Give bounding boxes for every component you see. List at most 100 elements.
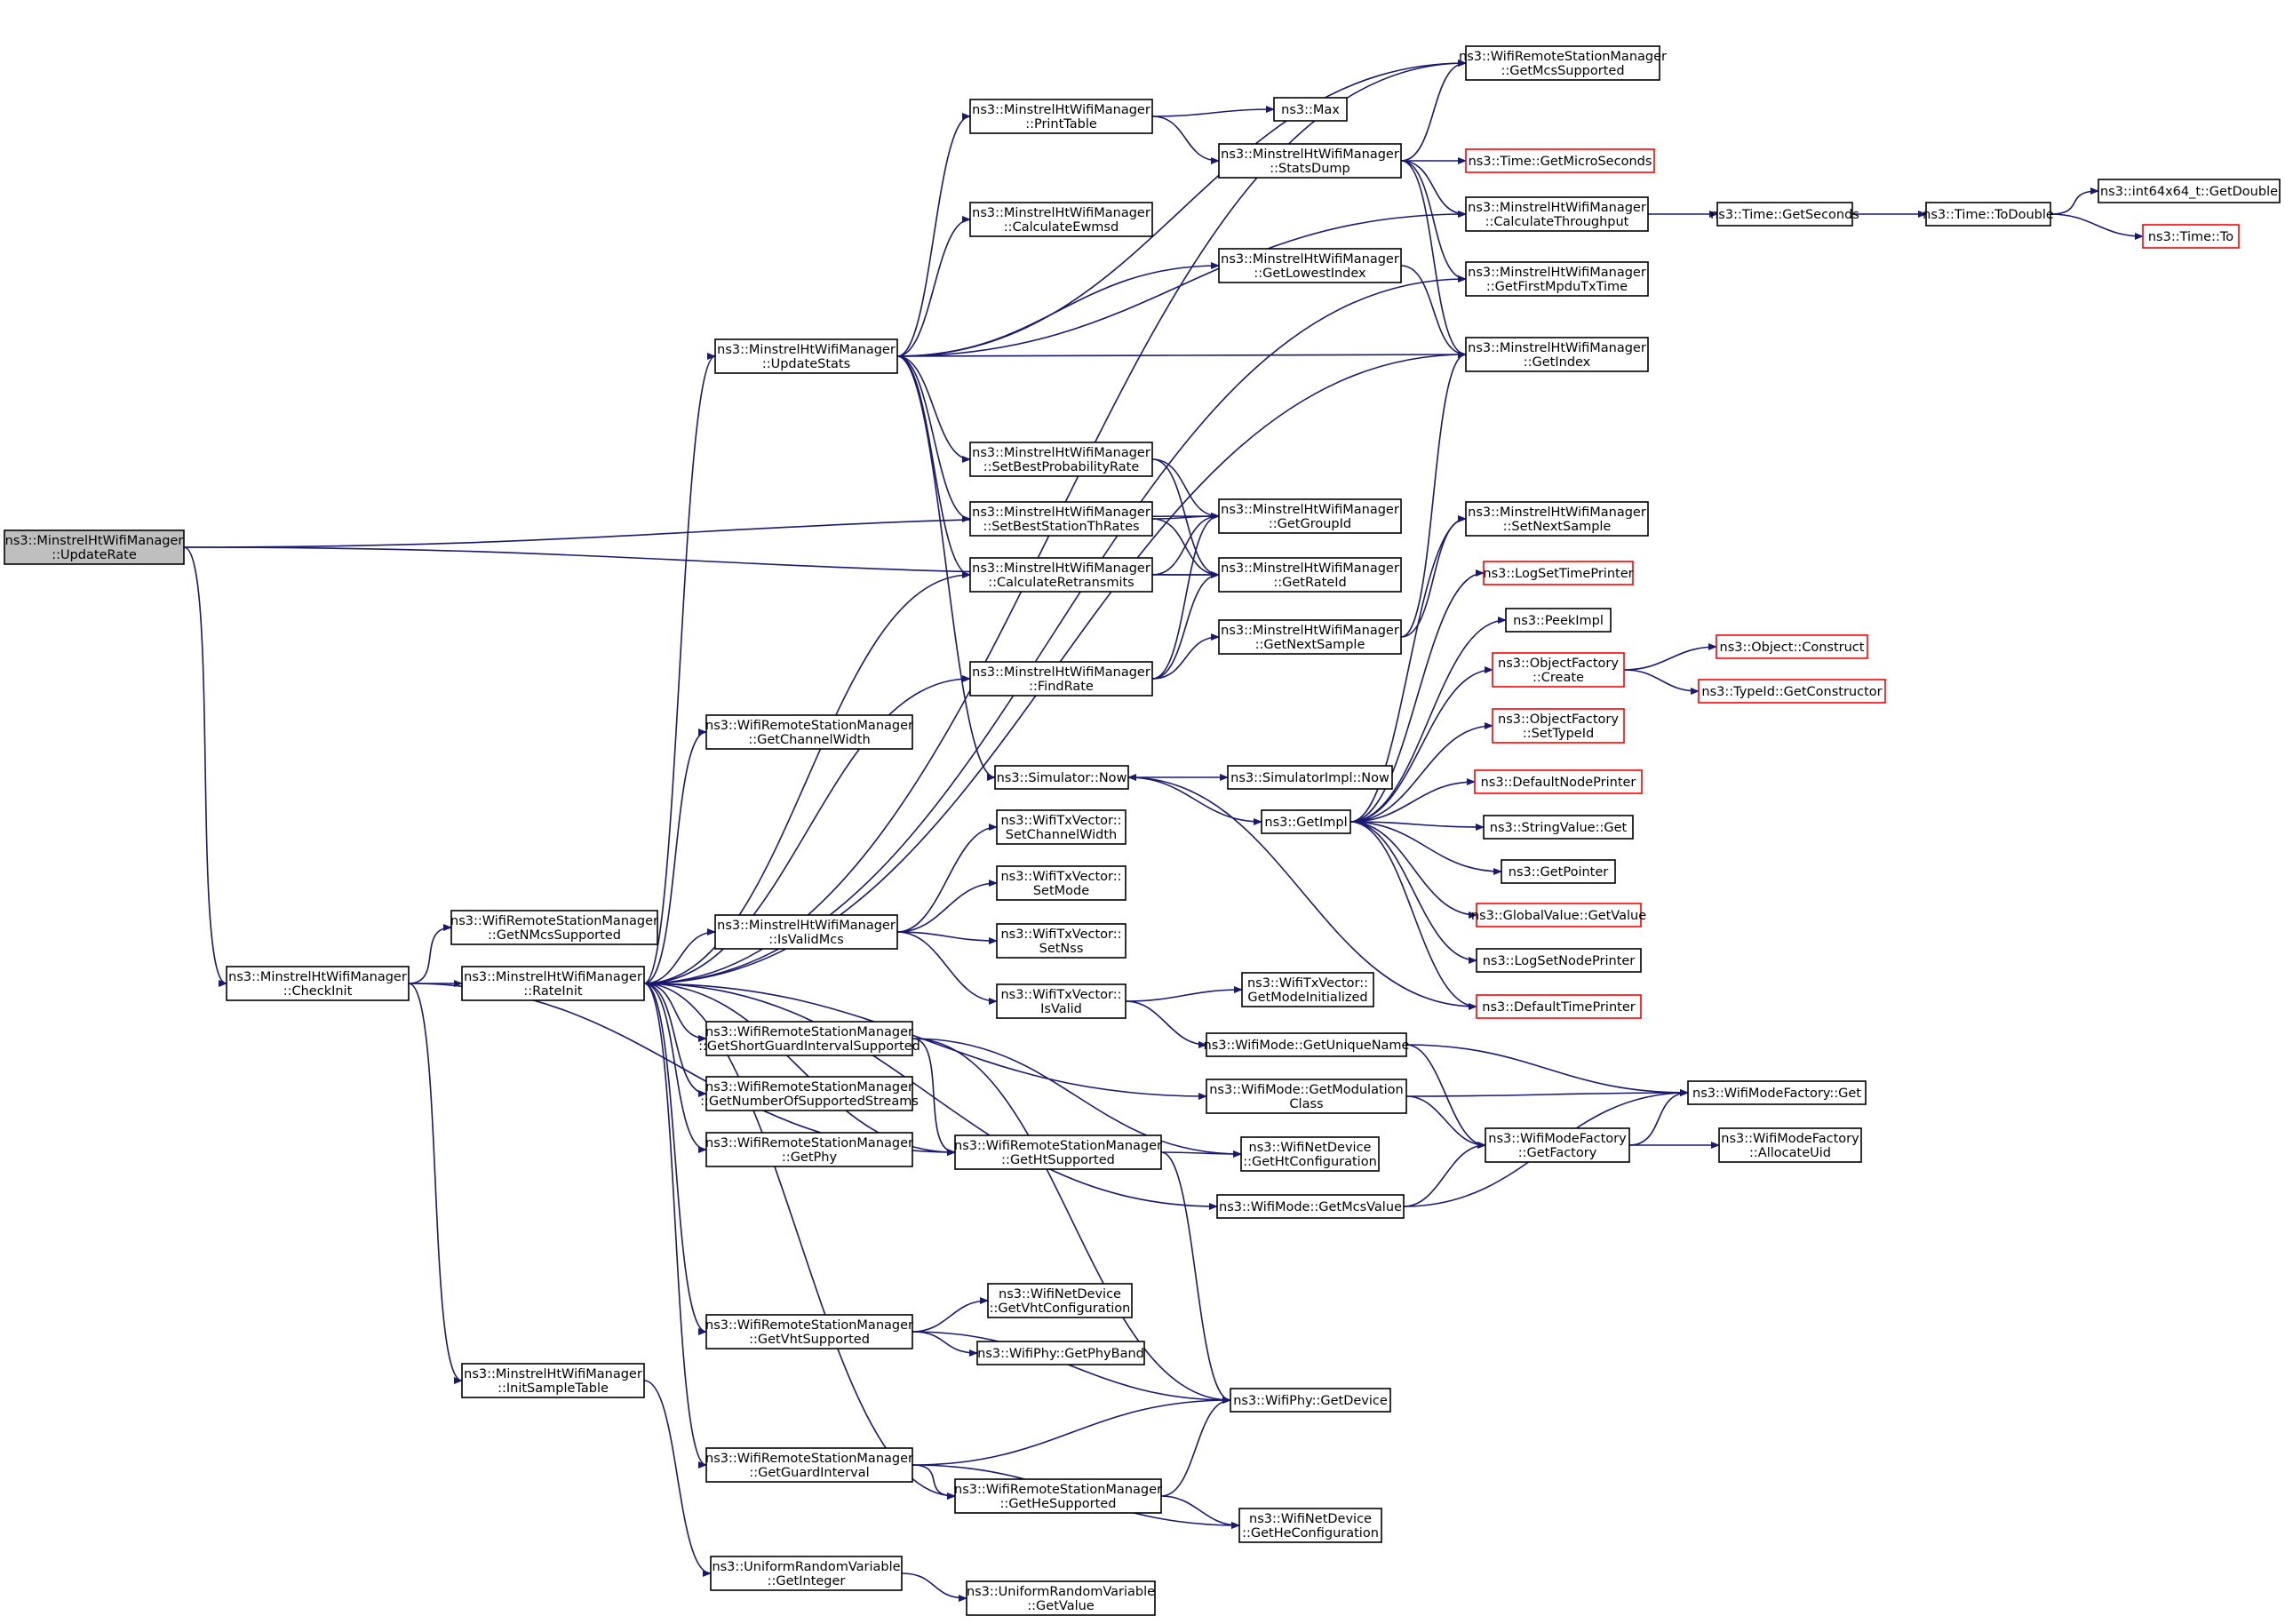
node-wmfactory[interactable]: ns3::WifiModeFactory::GetFactory: [1485, 1127, 1630, 1163]
node-txsetnss[interactable]: ns3::WifiTxVector::SetNss: [996, 923, 1127, 959]
node-getvht[interactable]: ns3::WifiRemoteStationManager::GetVhtSup…: [705, 1314, 913, 1349]
node-simimplnow[interactable]: ns3::SimulatorImpl::Now: [1227, 765, 1393, 790]
node-box-getmodclass[interactable]: [1206, 1079, 1407, 1114]
node-box-setbestprob[interactable]: [969, 442, 1153, 477]
node-updatestats[interactable]: ns3::MinstrelHtWifiManager::UpdateStats: [714, 338, 898, 374]
node-todouble[interactable]: ns3::Time::ToDouble: [1923, 202, 2054, 227]
node-int64getdouble[interactable]: ns3::int64x64_t::GetDouble: [2098, 179, 2281, 203]
node-getgi[interactable]: ns3::WifiRemoteStationManager::GetGuardI…: [705, 1447, 913, 1483]
node-getnss[interactable]: ns3::WifiRemoteStationManager::GetNumber…: [700, 1076, 919, 1111]
node-calcewmsd[interactable]: ns3::MinstrelHtWifiManager::CalculateEwm…: [969, 202, 1153, 237]
node-box-wmfactory[interactable]: [1485, 1127, 1630, 1163]
node-box-txisvalid[interactable]: [996, 983, 1127, 1019]
node-rateinit[interactable]: ns3::MinstrelHtWifiManager::RateInit: [461, 966, 645, 1001]
node-box-getinteger[interactable]: [710, 1556, 903, 1591]
node-box-getnextsample[interactable]: [1218, 619, 1402, 655]
node-getpointer[interactable]: ns3::GetPointer: [1501, 859, 1616, 884]
node-getimpl[interactable]: ns3::GetImpl: [1261, 809, 1351, 834]
node-getmcssupp[interactable]: ns3::WifiRemoteStationManager::GetMcsSup…: [1459, 45, 1667, 81]
node-box-rateinit[interactable]: [461, 966, 645, 1001]
node-wmfget[interactable]: ns3::WifiModeFactory::Get: [1687, 1080, 1867, 1105]
node-globalvalueget[interactable]: ns3::GlobalValue::GetValue: [1471, 903, 1646, 927]
node-max[interactable]: ns3::Max: [1273, 97, 1348, 122]
node-box-int64getdouble[interactable]: [2098, 179, 2281, 203]
node-objfsettypeid[interactable]: ns3::ObjectFactory::SetTypeId: [1492, 708, 1625, 744]
node-stringvalueget[interactable]: ns3::StringValue::Get: [1483, 815, 1634, 840]
node-simnow[interactable]: ns3::Simulator::Now: [994, 765, 1129, 790]
node-allocuid[interactable]: ns3::WifiModeFactory::AllocateUid: [1718, 1127, 1862, 1163]
node-box-calcewmsd[interactable]: [969, 202, 1153, 237]
node-box-getmicro[interactable]: [1465, 148, 1655, 173]
node-box-setnextsample[interactable]: [1465, 501, 1649, 537]
node-getrateid[interactable]: ns3::MinstrelHtWifiManager::GetRateId: [1218, 557, 1402, 593]
node-getphy[interactable]: ns3::WifiRemoteStationManager::GetPhy: [705, 1132, 913, 1167]
node-getchannelwidth[interactable]: ns3::WifiRemoteStationManager::GetChanne…: [705, 714, 913, 750]
node-box-getindex[interactable]: [1465, 337, 1649, 372]
node-box-allocuid[interactable]: [1718, 1127, 1862, 1163]
node-box-max[interactable]: [1273, 97, 1348, 122]
node-box-isvalidmcs[interactable]: [714, 914, 898, 950]
node-box-getrateid[interactable]: [1218, 557, 1402, 593]
node-box-updatestats[interactable]: [714, 338, 898, 374]
node-box-getht[interactable]: [954, 1134, 1162, 1170]
node-box-getseconds[interactable]: [1716, 202, 1853, 227]
node-box-getphyband[interactable]: [976, 1341, 1145, 1365]
node-box-getimpl[interactable]: [1261, 809, 1351, 834]
node-box-stringvalueget[interactable]: [1483, 815, 1634, 840]
node-box-getuniquename[interactable]: [1206, 1032, 1407, 1057]
node-findrate[interactable]: ns3::MinstrelHtWifiManager::FindRate: [969, 661, 1153, 697]
node-objconstruct[interactable]: ns3::Object::Construct: [1716, 634, 1868, 659]
node-setbestth[interactable]: ns3::MinstrelHtWifiManager::SetBestStati…: [969, 501, 1153, 537]
node-box-globalvalueget[interactable]: [1476, 903, 1642, 927]
node-defnodeprinter[interactable]: ns3::DefaultNodePrinter: [1474, 769, 1643, 794]
node-box-getmcssupp[interactable]: [1465, 45, 1660, 81]
node-box-getpointer[interactable]: [1501, 859, 1616, 884]
node-logsettime[interactable]: ns3::LogSetTimePrinter: [1483, 561, 1634, 585]
node-box-objfsettypeid[interactable]: [1492, 708, 1625, 744]
node-setnextsample[interactable]: ns3::MinstrelHtWifiManager::SetNextSampl…: [1465, 501, 1649, 537]
node-box-getheconf[interactable]: [1238, 1508, 1382, 1543]
node-box-getphy[interactable]: [705, 1132, 913, 1167]
node-setbestprob[interactable]: ns3::MinstrelHtWifiManager::SetBestProba…: [969, 442, 1153, 477]
node-typeidgetctor[interactable]: ns3::TypeId::GetConstructor: [1698, 679, 1886, 704]
node-box-getdevice[interactable]: [1230, 1388, 1391, 1413]
node-box-printtable[interactable]: [969, 99, 1153, 134]
node-box-updaterate[interactable]: [4, 529, 185, 565]
node-isvalidmcs[interactable]: ns3::MinstrelHtWifiManager::IsValidMcs: [714, 914, 898, 950]
node-statsdump[interactable]: ns3::MinstrelHtWifiManager::StatsDump: [1218, 143, 1402, 179]
node-getfirstmpdu[interactable]: ns3::MinstrelHtWifiManager::GetFirstMpdu…: [1465, 261, 1649, 297]
node-box-initsample[interactable]: [461, 1363, 645, 1398]
node-box-getlowest[interactable]: [1218, 248, 1402, 283]
node-getseconds[interactable]: ns3::Time::GetSeconds: [1710, 202, 1859, 227]
node-box-deftimeprinter[interactable]: [1476, 994, 1642, 1019]
node-box-getgi[interactable]: [705, 1447, 913, 1483]
node-box-wmfget[interactable]: [1687, 1080, 1867, 1105]
node-box-getgroupid[interactable]: [1218, 498, 1402, 534]
node-getheconf[interactable]: ns3::WifiNetDevice::GetHeConfiguration: [1238, 1508, 1382, 1543]
node-box-getmodeinit[interactable]: [1241, 972, 1374, 1007]
node-getmcsvalue[interactable]: ns3::WifiMode::GetMcsValue: [1216, 1194, 1405, 1219]
node-getmicro[interactable]: ns3::Time::GetMicroSeconds: [1465, 148, 1655, 173]
node-checkinit[interactable]: ns3::MinstrelHtWifiManager::CheckInit: [226, 966, 410, 1001]
node-box-getfirstmpdu[interactable]: [1465, 261, 1649, 297]
node-box-findrate[interactable]: [969, 661, 1153, 697]
node-txisvalid[interactable]: ns3::WifiTxVector::IsValid: [996, 983, 1127, 1019]
node-calcretrans[interactable]: ns3::MinstrelHtWifiManager::CalculateRet…: [969, 557, 1153, 593]
node-getdevice[interactable]: ns3::WifiPhy::GetDevice: [1230, 1388, 1391, 1413]
node-box-getsgi[interactable]: [705, 1021, 913, 1056]
node-calcthroughput[interactable]: ns3::MinstrelHtWifiManager::CalculateThr…: [1465, 196, 1649, 232]
node-box-calcthroughput[interactable]: [1465, 196, 1649, 232]
node-box-checkinit[interactable]: [226, 966, 410, 1001]
node-box-getvhtconf[interactable]: [987, 1283, 1133, 1318]
node-box-calcretrans[interactable]: [969, 557, 1153, 593]
node-getnmcs[interactable]: ns3::WifiRemoteStationManager::GetNMcsSu…: [450, 910, 658, 945]
node-getht[interactable]: ns3::WifiRemoteStationManager::GetHtSupp…: [954, 1134, 1162, 1170]
node-txsetcw[interactable]: ns3::WifiTxVector::SetChannelWidth: [996, 809, 1127, 845]
node-box-txsetcw[interactable]: [996, 809, 1127, 845]
node-getgroupid[interactable]: ns3::MinstrelHtWifiManager::GetGroupId: [1218, 498, 1402, 534]
node-timeto[interactable]: ns3::Time::To: [2142, 224, 2240, 249]
node-logsetnode[interactable]: ns3::LogSetNodePrinter: [1476, 948, 1642, 973]
node-box-txsetnss[interactable]: [996, 923, 1127, 959]
node-box-getvht[interactable]: [705, 1314, 913, 1349]
